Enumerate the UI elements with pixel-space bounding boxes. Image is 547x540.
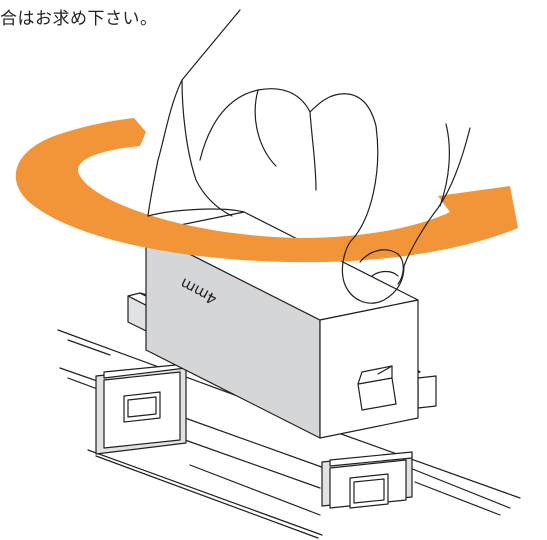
rotation-arrow <box>15 118 519 263</box>
caption-text: 合はお求め下さい。 <box>0 9 158 29</box>
front-bracket <box>321 451 413 509</box>
left-bracket <box>95 363 187 455</box>
hand <box>147 9 471 304</box>
